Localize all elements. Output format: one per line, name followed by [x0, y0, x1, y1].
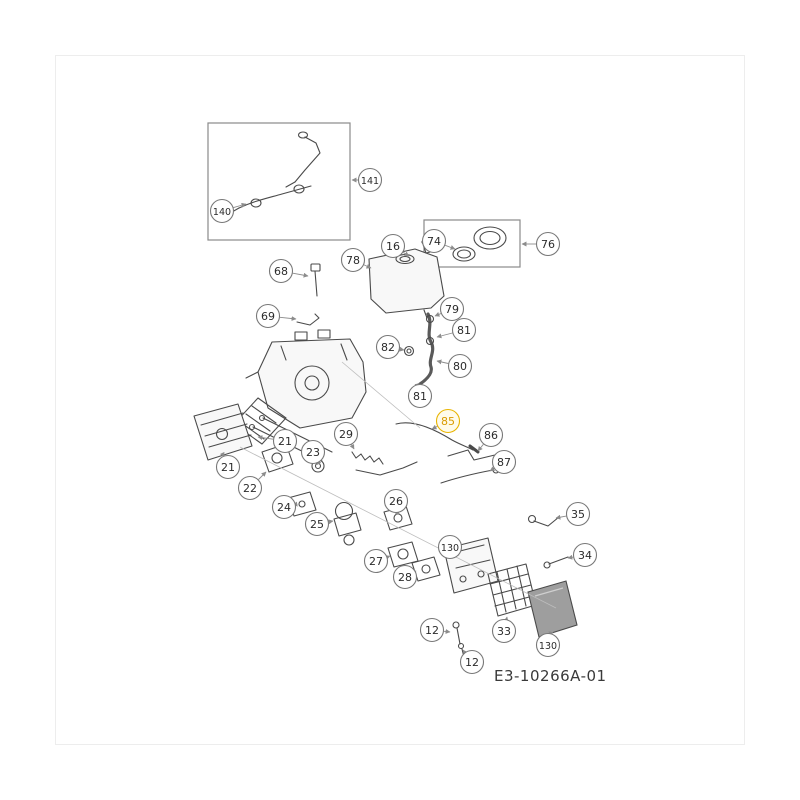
svg-text:81: 81: [413, 390, 427, 403]
fuel-cap-drawing: [452, 226, 507, 262]
callout-24: 24: [271, 494, 298, 520]
svg-text:33: 33: [497, 625, 511, 638]
svg-text:21: 21: [278, 435, 292, 448]
callout-140: 140: [209, 198, 247, 224]
bracket-drawing: [527, 514, 560, 527]
breather-hose-drawing: [231, 184, 312, 213]
callout-33: 33: [491, 616, 517, 644]
breather-assembly-box: [207, 122, 351, 241]
callout-130: 130: [535, 631, 561, 658]
governor-rod-drawing: [447, 449, 500, 461]
svg-text:23: 23: [306, 446, 320, 459]
callout-79: 79: [434, 296, 465, 322]
svg-text:130: 130: [441, 543, 459, 554]
svg-text:78: 78: [346, 254, 360, 267]
svg-text:68: 68: [274, 265, 288, 278]
fuel-cap-box: [423, 219, 521, 268]
svg-text:86: 86: [484, 429, 498, 442]
governor-spring-drawing: [351, 451, 384, 465]
callout-81: 81: [407, 383, 433, 409]
callout-23: 23: [300, 439, 326, 466]
dipstick-bracket-drawing: [296, 313, 320, 326]
svg-text:25: 25: [310, 518, 324, 531]
callout-16: 16: [380, 233, 410, 259]
svg-text:87: 87: [497, 456, 511, 469]
svg-text:69: 69: [261, 310, 275, 323]
callout-27: 27: [363, 548, 391, 574]
callout-86: 86: [477, 422, 504, 452]
throttle-cable-drawing: [395, 422, 480, 454]
linkage-rod-drawing: [355, 461, 418, 476]
callout-80: 80: [436, 353, 473, 379]
callout-69: 69: [255, 303, 297, 329]
image-frame: [55, 55, 745, 745]
svg-text:35: 35: [571, 508, 585, 521]
svg-text:22: 22: [243, 482, 257, 495]
callout-21: 21: [215, 451, 241, 480]
svg-text:21: 21: [221, 461, 235, 474]
callout-85: 85: [431, 408, 461, 434]
svg-text:130: 130: [539, 641, 557, 652]
callout-22: 22: [237, 471, 267, 501]
svg-text:24: 24: [277, 501, 291, 514]
assembly-axis-lines: [239, 361, 557, 609]
callout-12: 12: [459, 649, 485, 675]
screw-34-drawing: [543, 556, 569, 569]
choke-cable-drawing: [440, 466, 500, 484]
svg-text:74: 74: [427, 235, 441, 248]
callout-layer: 140 141 68 69 78 16 74 76 79 81 82 80 81 85 86 87 29 21 23…: [209, 167, 598, 675]
callout-78: 78: [340, 247, 372, 273]
fuel-hose-drawing: [403, 312, 435, 388]
svg-text:140: 140: [213, 207, 231, 218]
svg-text:16: 16: [386, 240, 400, 253]
callout-25: 25: [304, 511, 334, 537]
callout-12: 12: [419, 617, 451, 643]
filter-element-drawing: [487, 563, 537, 617]
callout-141: 141: [351, 167, 383, 193]
callout-82: 82: [375, 334, 405, 360]
callout-87: 87: [489, 449, 517, 475]
filter-cover-drawing: [527, 580, 578, 638]
engine-block-drawing: [245, 329, 367, 429]
callout-68: 68: [268, 258, 309, 284]
callout-28: 28: [392, 564, 418, 590]
breather-tube-drawing: [285, 131, 321, 188]
callout-21: 21: [257, 428, 298, 454]
svg-text:80: 80: [453, 360, 467, 373]
spacer-drawing: [387, 541, 419, 568]
callout-35: 35: [555, 501, 591, 527]
callout-29: 29: [333, 421, 359, 450]
svg-text:81: 81: [457, 324, 471, 337]
cylinder-head-drawing: [193, 403, 253, 461]
callout-81: 81: [436, 317, 477, 343]
carburetor-drawing: [333, 501, 362, 546]
svg-text:12: 12: [425, 624, 439, 637]
svg-text:26: 26: [389, 495, 403, 508]
callout-76: 76: [521, 231, 561, 257]
svg-text:28: 28: [398, 571, 412, 584]
callout-26: 26: [383, 488, 409, 515]
svg-text:82: 82: [381, 341, 395, 354]
callout-130: 130: [437, 534, 463, 560]
svg-text:85: 85: [441, 415, 455, 428]
svg-text:76: 76: [541, 238, 555, 251]
svg-text:29: 29: [339, 428, 353, 441]
svg-text:141: 141: [361, 176, 379, 187]
diagram-code: E3-10266A-01: [494, 667, 607, 685]
callout-74: 74: [421, 228, 456, 254]
svg-text:79: 79: [445, 303, 459, 316]
svg-text:12: 12: [465, 656, 479, 669]
svg-text:27: 27: [369, 555, 383, 568]
callout-34: 34: [567, 542, 598, 568]
svg-text:34: 34: [578, 549, 592, 562]
dipstick-drawing: [310, 263, 321, 297]
